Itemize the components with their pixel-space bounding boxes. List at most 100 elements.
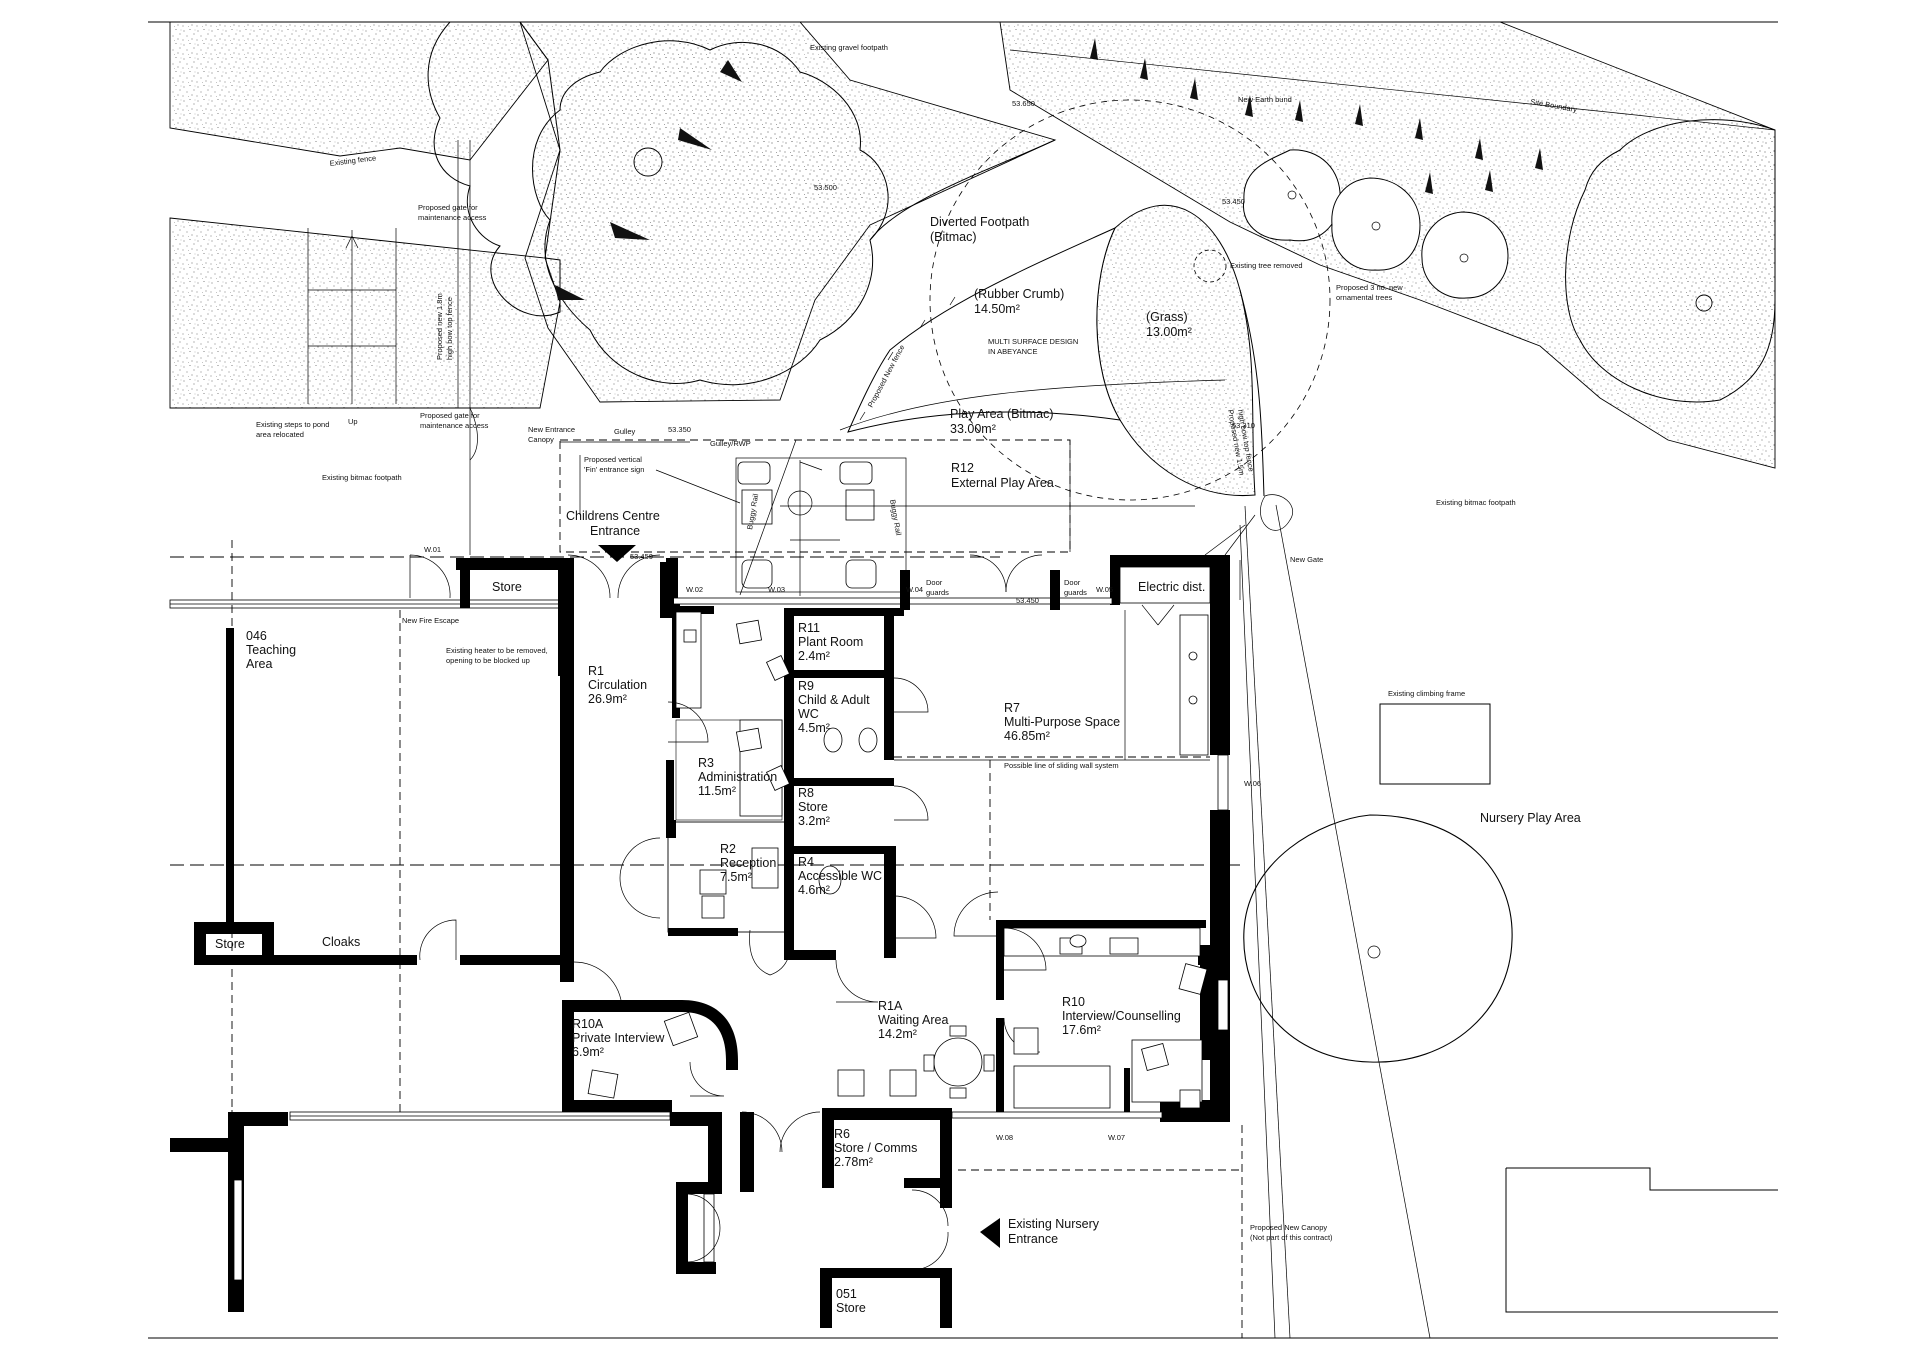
label-nursery-entrance-1: Existing Nursery (1008, 1217, 1100, 1231)
note-door-guards-1b: guards (926, 588, 949, 597)
room-r11-id: R11 (798, 621, 820, 635)
note-sliding-wall: Possible line of sliding wall system (1004, 761, 1119, 770)
room-r3-area: 11.5m² (698, 784, 736, 798)
ornamental-trunk-2 (1371, 221, 1381, 231)
label-play-2: 33.00m² (950, 422, 996, 436)
room-r10a-area: 6.9m² (572, 1045, 604, 1059)
existing-trees (427, 21, 1776, 1063)
label-rubber-2: 14.50m² (974, 302, 1020, 316)
furniture (587, 619, 1208, 1109)
room-r9-id: R9 (798, 679, 814, 693)
note-climbing-frame: Existing climbing frame (1388, 689, 1465, 698)
room-r7-name: Multi-Purpose Space (1004, 715, 1120, 729)
climbing-frame (1379, 703, 1491, 785)
note-canopy-2: Canopy (528, 435, 554, 444)
note-steps-2: area relocated (256, 430, 304, 439)
level-3: 53.450 (1222, 197, 1245, 206)
room-046-name2: Area (246, 657, 272, 671)
room-r10a-name: Private Interview (572, 1031, 665, 1045)
rubber-crumb-area (847, 226, 1121, 433)
note-buggy-2: Buggy Rail (888, 499, 903, 537)
label-electric-dist: Electric dist. (1138, 580, 1205, 594)
note-gate-maint2-2: maintenance access (420, 421, 489, 430)
room-r7-area: 46.85m² (1004, 729, 1050, 743)
earth-bund-marks (555, 38, 1543, 300)
level-1: 53.650 (1012, 99, 1035, 108)
annotation-notes: Existing gravel footpath Site Boundary N… (256, 43, 1578, 1242)
room-r1-id: R1 (588, 664, 604, 678)
tree-trunk-center (633, 147, 663, 177)
childrens-entrance-arrow (598, 545, 636, 562)
note-multi-2: IN ABEYANCE (988, 347, 1037, 356)
room-r12-id: R12 (951, 461, 974, 475)
note-fence-18-2: high bow top fence (445, 297, 454, 360)
room-labels: 046 Teaching Area R1 Circulation 26.9m² … (215, 215, 1581, 1315)
note-bitmac-right: Existing bitmac footpath (1436, 498, 1516, 507)
note-door-guards-2a: Door (1064, 578, 1081, 587)
ornamental-trunk-3 (1459, 253, 1469, 263)
room-046-name1: Teaching (246, 643, 296, 657)
nursery-axis-line-2 (1239, 524, 1276, 1339)
ornamental-tree-2 (1331, 177, 1421, 271)
window-tags: W.01 W.02 W.03 W.04 W.05 W.06 W.07 W.08 (424, 545, 1261, 1142)
label-childrens-entrance-2: Entrance (590, 524, 640, 538)
footpath-edge-right (1239, 289, 1265, 497)
room-r2-id: R2 (720, 842, 736, 856)
note-new-gate: New Gate (1290, 555, 1323, 564)
note-ornamental-1: Proposed 3 no. new (1336, 283, 1403, 292)
room-r6-id: R6 (834, 1127, 850, 1141)
level-4: 53.350 (668, 425, 691, 434)
note-gate-maint-1: Proposed gate for (418, 203, 478, 212)
level-5: 53.310 (1232, 421, 1255, 430)
fence-ticks (859, 296, 956, 421)
note-heater-1: Existing heater to be removed, (446, 646, 548, 655)
ornamental-trunk-1 (1287, 190, 1297, 200)
room-r10-name: Interview/Counselling (1062, 1009, 1181, 1023)
window-w02: W.02 (686, 585, 703, 594)
room-r8-id: R8 (798, 786, 814, 800)
note-gulley: Gulley (614, 427, 636, 436)
window-w01: W.01 (424, 545, 441, 554)
note-ornamental-2: ornamental trees (1336, 293, 1393, 302)
note-heater-2: opening to be blocked up (446, 656, 530, 665)
note-tree-removed: Existing tree removed (1230, 261, 1303, 270)
dashed-radius-circle (929, 99, 1331, 501)
room-r10a-id: R10A (572, 1017, 604, 1031)
room-046-id: 046 (246, 629, 267, 643)
room-r9-name1: Child & Adult (798, 693, 870, 707)
room-051-id: 051 (836, 1287, 857, 1301)
nursery-tree-trunk (1367, 945, 1381, 959)
outbuilding-left (1505, 1168, 1778, 1313)
room-r4-area: 4.6m² (798, 883, 830, 897)
room-r6-name: Store / Comms (834, 1141, 917, 1155)
level-6: 53.450 (630, 552, 653, 561)
room-r1-name: Circulation (588, 678, 647, 692)
removed-tree (1193, 249, 1227, 283)
room-r9-name2: WC (798, 707, 819, 721)
note-gate-maint2-1: Proposed gate for (420, 411, 480, 420)
nursery-entrance-arrow (980, 1218, 1000, 1248)
note-multi-1: MULTI SURFACE DESIGN (988, 337, 1078, 346)
note-gulley-rwp: Gulley/RWP (710, 439, 751, 448)
label-nursery-entrance-2: Entrance (1008, 1232, 1058, 1246)
room-r12-name: External Play Area (951, 476, 1054, 490)
note-fence-18-1: Proposed new 1.8m (435, 293, 444, 360)
window-w05: W.05 (1096, 585, 1113, 594)
note-fin-1: Proposed vertical (584, 455, 642, 464)
note-bitmac-left: Existing bitmac footpath (322, 473, 402, 482)
room-r8-name: Store (798, 800, 828, 814)
room-r2-area: 7.5m² (720, 870, 752, 884)
label-grass-2: 13.00m² (1146, 325, 1192, 339)
label-store-left: Store (215, 937, 245, 951)
grass-area (1096, 204, 1256, 497)
note-earth-bund: New Earth bund (1238, 95, 1292, 104)
room-r7-id: R7 (1004, 701, 1020, 715)
label-childrens-entrance-1: Childrens Centre (566, 509, 660, 523)
window-w03: W.03 (768, 585, 785, 594)
room-r4-name: Accessible WC (798, 869, 882, 883)
window-w08: W.08 (996, 1133, 1013, 1142)
room-r2-name: Reception (720, 856, 776, 870)
wc-fixtures (735, 457, 1139, 955)
room-r3-name: Administration (698, 770, 777, 784)
label-footpath-1: Diverted Footpath (930, 215, 1029, 229)
